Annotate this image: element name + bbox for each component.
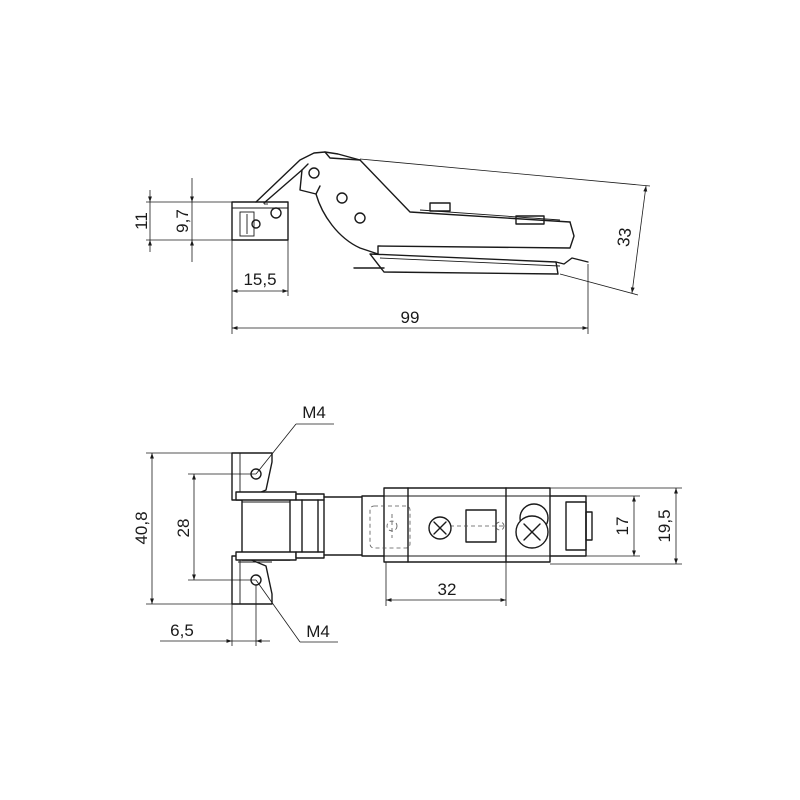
top-bracket-upper — [231, 452, 273, 501]
top-base-plate — [361, 487, 593, 563]
side-hinge-arm — [255, 151, 571, 255]
label-dim-17: 17 — [613, 517, 632, 536]
label-dim-11: 11 — [132, 212, 151, 230]
dim-32: 32 — [385, 562, 507, 606]
label-dim-33: 33 — [614, 227, 635, 248]
dim-6-5: 6,5 — [160, 585, 270, 646]
top-view: 40,8 28 6,5 32 — [132, 403, 682, 646]
dim-40-8: 40,8 — [132, 452, 232, 605]
top-pivot-body — [235, 491, 363, 561]
dim-28: 28 — [174, 473, 256, 581]
label-dim-28: 28 — [174, 519, 193, 538]
label-dim-40-8: 40,8 — [132, 511, 151, 544]
dim-17: 17 — [566, 495, 640, 557]
dim-99: 99 — [231, 264, 589, 334]
dim-15-5: 15,5 — [231, 240, 289, 296]
screw-left-icon — [428, 516, 452, 540]
label-dim-15-5: 15,5 — [243, 270, 276, 289]
side-base-plate — [353, 202, 589, 275]
thread-callout-bottom: M4 — [255, 579, 338, 643]
label-thread-top: M4 — [302, 403, 326, 422]
label-dim-19-5: 19,5 — [655, 509, 674, 542]
dim-33: 33 — [359, 158, 651, 296]
label-dim-99: 99 — [401, 308, 420, 327]
dim-11-9-7: 11 9,7 — [132, 178, 232, 262]
side-view: 11 9,7 15,5 99 33 — [132, 151, 651, 334]
dim-19-5: 19,5 — [550, 487, 682, 565]
label-dim-6-5: 6,5 — [170, 621, 194, 640]
label-thread-bottom: M4 — [306, 622, 330, 641]
label-dim-32: 32 — [438, 580, 457, 599]
screw-right-icon — [515, 503, 549, 549]
side-mounting-block — [231, 201, 289, 241]
label-dim-9-7: 9,7 — [173, 209, 192, 233]
thread-callout-top: M4 — [255, 403, 334, 475]
